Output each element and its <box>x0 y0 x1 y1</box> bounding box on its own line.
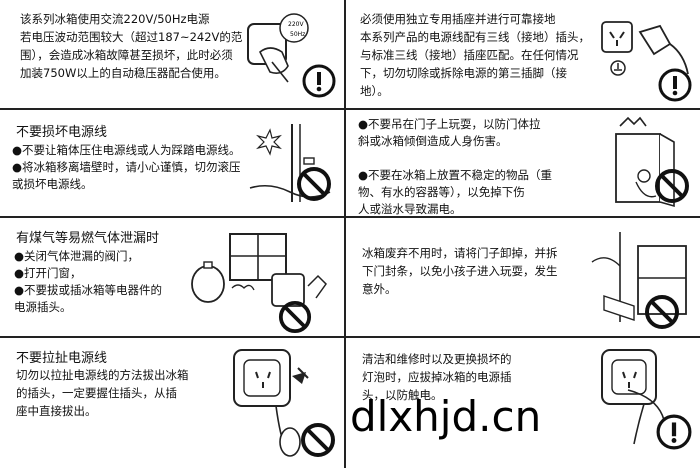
socket-plug-illustration: 220V 50Hz <box>247 13 309 83</box>
disposal-notice: 冰箱废弃不用时，请将门子卸掉，并拆 下门封条，以免小孩子进入玩耍，发生 意外。 <box>362 246 558 296</box>
section-title-pull-cord: 不要拉扯电源线 <box>16 351 108 366</box>
prohibited-icon <box>645 295 679 329</box>
label-220v: 220V <box>288 21 304 28</box>
watermark: dlxhjd.cn <box>350 392 542 441</box>
door-safety-rules: ●不要吊在门子上玩耍，以防门体拉 斜或冰箱倾倒造成人身伤害。 ●不要在冰箱上放置… <box>358 117 553 216</box>
mandatory-icon <box>656 414 692 450</box>
prohibited-icon <box>278 300 312 334</box>
divider-2 <box>0 216 700 218</box>
prohibited-icon <box>655 169 689 203</box>
maintenance-notice: 清洁和维修时以及更换损坏的 灯泡时，应拔掉冰箱的电源插 头，以防触电。 <box>362 352 512 402</box>
mandatory-icon <box>658 68 692 102</box>
gas-window-illustration <box>191 233 327 307</box>
power-cord-rules: ●不要让箱体压住电源线或人为踩踏电源线。 ●将冰箱移离墙壁时，请小心谨慎，切勿滚… <box>12 143 241 191</box>
divider-3 <box>0 336 700 338</box>
section-title-power-cord: 不要损坏电源线 <box>16 125 108 140</box>
prohibited-icon <box>301 423 335 457</box>
column-divider <box>344 0 346 468</box>
unplug-maintenance-illustration <box>601 349 665 445</box>
grounded-plug-illustration <box>601 21 689 76</box>
divider-1 <box>0 108 700 110</box>
section-title-gas-leak: 有煤气等易燃气体泄漏时 <box>16 231 160 246</box>
gas-leak-rules: ●关闭气体泄漏的阀门， ●打开门窗， ●不要拔或插冰箱等电器件的 电源插头。 <box>14 249 163 314</box>
grounding-notice: 必须使用独立专用插座并进行可靠接地 本系列产品的电源线配有三线（接地）插头， 与… <box>360 12 590 98</box>
mandatory-icon <box>302 64 336 98</box>
voltage-notice: 该系列冰箱使用交流220V/50Hz电源 若电压波动范围较大（超过187~242… <box>20 12 243 80</box>
label-50hz: 50Hz <box>290 31 305 38</box>
prohibited-icon <box>297 167 331 201</box>
unplug-cord-illustration <box>233 349 309 457</box>
pull-cord-notice: 切勿以拉扯电源线的方法拔出冰箱 的插头，一定要握住插头，从插 座中直接拔出。 <box>16 368 189 418</box>
fridge-child-illustration <box>615 116 675 208</box>
